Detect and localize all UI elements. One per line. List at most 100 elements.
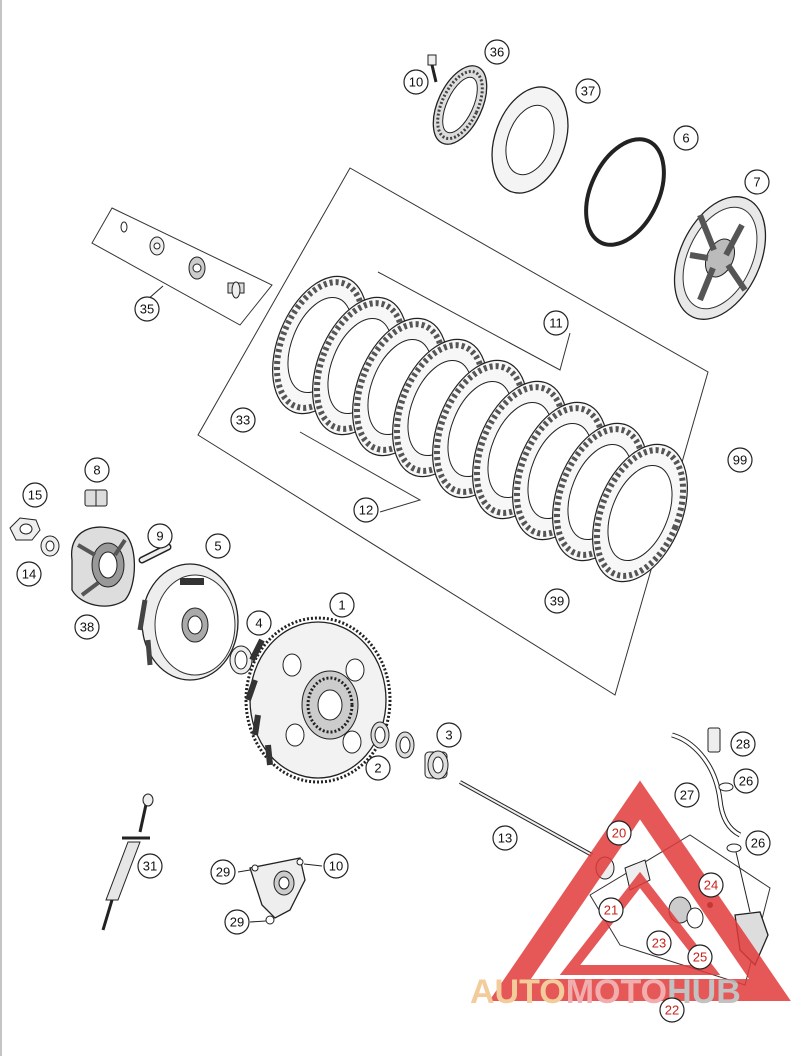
callout-circle [687,944,713,970]
callout-label: 5 [214,539,221,554]
clutch-cover-29 [237,857,323,925]
washer-14 [40,535,60,557]
watermark-triangle-inner [559,871,721,975]
nut-15 [9,517,41,541]
callout-label: 29 [216,865,230,880]
callout-c1: 1 [329,592,355,618]
callout-circle [246,610,272,636]
callout-circle [727,447,753,473]
callout-label: 3 [445,728,452,743]
callout-label: 6 [682,131,689,146]
watermark-text-moto: MOTO [566,973,667,1011]
callout-label: 26 [739,774,753,789]
callout-label: 11 [549,316,563,331]
callout-circle [744,169,770,195]
callout-circle [698,872,724,898]
callout-label: 26 [751,836,765,851]
callout-circle [606,820,632,846]
callout-circle [492,825,518,851]
parts-set-35 [91,207,273,326]
callout-label: 33 [236,413,250,428]
thrust-bearing-36 [432,65,488,145]
callout-label: 28 [736,737,750,752]
callout-label: 8 [93,463,100,478]
callout-circle [646,930,672,956]
callout-label: 1 [338,598,345,613]
callout-circle [745,830,771,856]
callout-label: 23 [652,936,666,951]
screw-10-top [427,54,438,83]
callout-label: 31 [143,859,157,874]
callout-circle [224,909,250,935]
callout-c8: 8 [84,457,110,483]
callout-c12: 12 [353,497,379,523]
callout-c21: 21 [598,897,624,923]
callout-circle [205,533,231,559]
steel-plate [592,443,688,583]
callout-label: 13 [498,831,512,846]
callout-circle [16,561,42,587]
pin-9 [138,543,172,564]
watermark-text-auto: AUTO [470,973,566,1011]
callout-circle [210,859,236,885]
callout-label: 22 [665,1003,679,1018]
callout-c26b: 26 [745,830,771,856]
callout-c20: 20 [606,820,632,846]
callout-circle [598,897,624,923]
callout-c99: 99 [727,447,753,473]
callout-label: 15 [28,488,42,503]
callout-circle [147,523,173,549]
callout-circle [134,296,160,322]
clutch-hub-38 [71,526,136,607]
callout-label: 37 [581,84,595,99]
grease-syringe-31 [101,793,154,931]
callout-c10b: 10 [323,853,349,879]
callout-circle [674,782,700,808]
inner-hub-5 [137,563,239,681]
callout-circle [730,731,756,757]
callout-c9: 9 [147,523,173,549]
callout-label: 14 [22,567,36,582]
callout-label: 7 [753,175,760,190]
callout-circle [230,407,256,433]
callout-c11: 11 [543,310,569,336]
callout-c4: 4 [246,610,272,636]
needle-bearing-2 [370,721,415,759]
callout-c22: 22 [659,997,685,1023]
svg-text:AUTOMOTOHUB: AUTOMOTOHUB [470,973,741,1011]
callout-c2: 2 [365,755,391,781]
callout-c13: 13 [492,825,518,851]
callout-label: 38 [80,620,94,635]
callout-label: 12 [359,503,373,518]
retaining-ring-6 [584,137,666,247]
callout-c35: 35 [134,296,160,322]
callout-c36: 36 [484,39,510,65]
callout-c10a: 10 [403,69,429,95]
callout-circle [323,853,349,879]
callout-c33: 33 [230,407,256,433]
callout-c27: 27 [674,782,700,808]
callout-c15: 15 [22,482,48,508]
callout-c6: 6 [673,125,699,151]
callout-circle [575,78,601,104]
callout-label: 99 [733,453,747,468]
callout-c29b: 29 [224,909,250,935]
callout-label: 21 [604,903,618,918]
callout-circle [137,853,163,879]
callout-circle [673,125,699,151]
callout-label: 25 [693,950,707,965]
callout-label: 4 [255,616,262,631]
callout-circle [84,457,110,483]
push-rod-13 [459,780,593,857]
spring-guide-8 [84,489,108,507]
callout-label: 35 [140,302,154,317]
callout-c38: 38 [74,614,100,640]
callout-circle [484,39,510,65]
callout-c29a: 29 [210,859,236,885]
clutch-pack-99 [197,167,709,696]
callout-c5: 5 [205,533,231,559]
callout-circle [329,592,355,618]
callout-circle [22,482,48,508]
callout-label: 2 [374,761,381,776]
callout-c25: 25 [687,944,713,970]
